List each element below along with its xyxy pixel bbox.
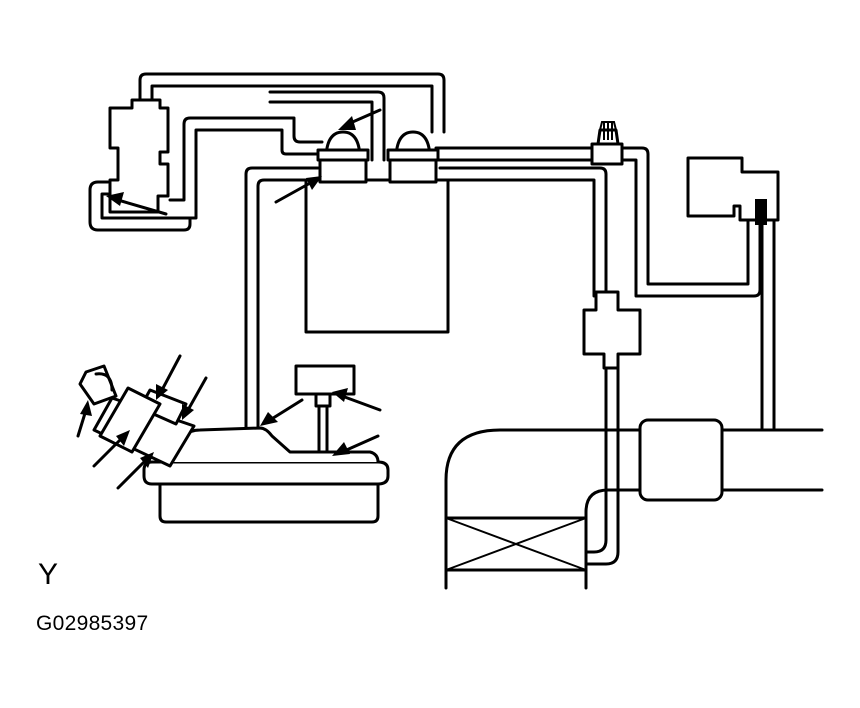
view-letter: Y [38, 558, 59, 591]
arrow-canister-dome [338, 108, 382, 130]
fuel-tank [142, 426, 390, 524]
arrow-neck1 [92, 430, 130, 468]
vacuum-tee [582, 290, 642, 370]
air-intake [444, 418, 824, 590]
arrow-canister-left [274, 176, 322, 204]
arrow-neck2 [116, 452, 154, 490]
arrow-vsv [106, 192, 168, 216]
arrow-cap-left [76, 400, 92, 438]
hoses [88, 72, 776, 566]
vsv-left [108, 98, 170, 214]
arrow-cap-top2 [182, 376, 208, 420]
pressure-sensor [294, 364, 356, 460]
connector-right [686, 156, 780, 225]
arrow-sensor [332, 388, 382, 412]
figure-code: G02985397 [36, 612, 149, 635]
arrow-cap-top1 [156, 354, 182, 400]
fuel-cap-filler [78, 364, 196, 468]
charcoal-canister [304, 130, 450, 334]
arrow-tank-right [332, 434, 380, 456]
arrow-tank-top [260, 398, 304, 426]
vent-cap [590, 121, 624, 166]
pointer-arrows [76, 108, 382, 490]
